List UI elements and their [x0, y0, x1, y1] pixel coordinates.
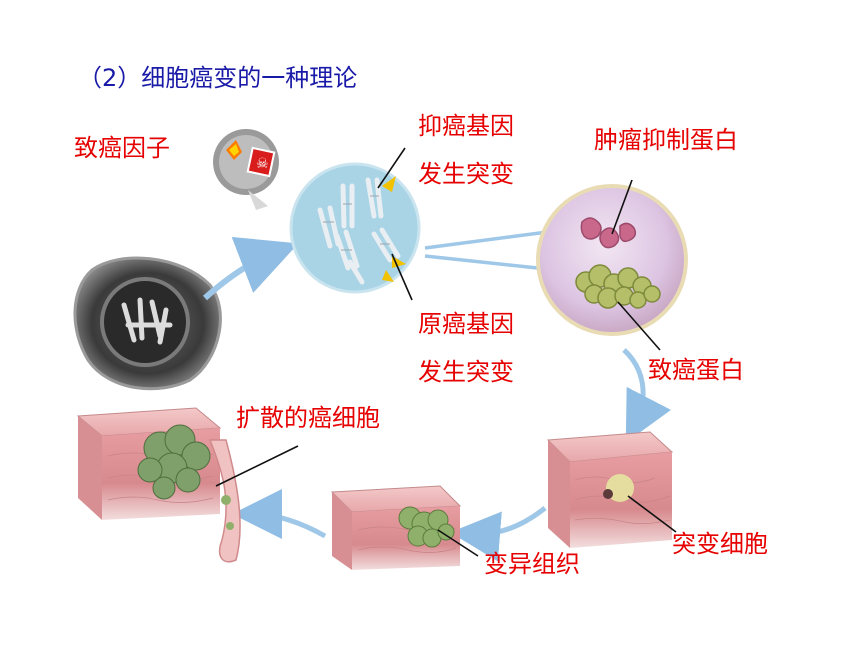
carcinogen-icon: ☠ [213, 129, 279, 210]
label-mutant-cell: 突变细胞 [672, 530, 768, 558]
pointer-proto-oncogene [391, 253, 413, 301]
arrow-to-abnormal-tissue [450, 506, 547, 562]
label-proto-oncogene-line2: 发生突变 [418, 358, 514, 386]
tissue-abnormal [330, 485, 462, 570]
nucleus-illustration [289, 162, 421, 294]
pointer-tumor-suppressor-protein [611, 179, 633, 235]
arrow-protein-to-tissue [622, 348, 672, 443]
label-spread-cancer-cells: 扩散的癌细胞 [236, 404, 380, 432]
label-oncoprotein: 致癌蛋白 [648, 356, 744, 384]
pointer-tumor-suppressor-gene [377, 147, 406, 189]
label-abnormal-tissue: 变异组织 [484, 550, 580, 578]
tissue-mutant-cell [546, 431, 674, 548]
protein-illustration [536, 184, 688, 336]
label-tumor-suppressor-protein: 肿瘤抑制蛋白 [594, 126, 738, 154]
arrow-cell-to-nucleus [202, 236, 299, 301]
label-carcinogen: 致癌因子 [74, 134, 170, 162]
page-title: （2）细胞癌变的一种理论 [78, 64, 358, 92]
arrow-to-spread-cancer [232, 489, 327, 540]
svg-text:☠: ☠ [256, 156, 269, 172]
pointer-oncoprotein [617, 301, 661, 351]
label-proto-oncogene-line1: 原癌基因 [418, 310, 514, 338]
pointer-spread-cancer [215, 445, 299, 487]
label-tumor-suppressor-gene-line1: 抑癌基因 [418, 112, 514, 140]
pointer-mutant-cell [627, 495, 677, 533]
label-tumor-suppressor-gene-line2: 发生突变 [418, 160, 514, 188]
normal-cell-illustration [73, 256, 222, 391]
pointer-abnormal-tissue [437, 529, 479, 557]
tissue-spread-cancer [76, 407, 241, 563]
